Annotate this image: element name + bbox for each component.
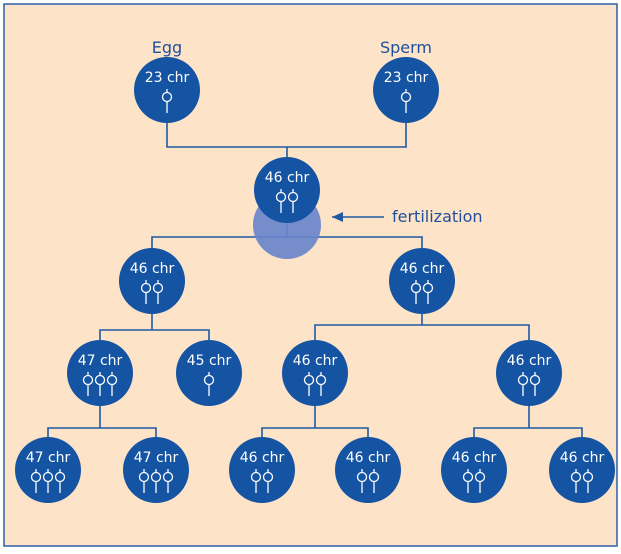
chromosome-icon xyxy=(54,469,66,493)
cell-gen4-b: 47 chr xyxy=(123,437,189,503)
chromosome-count-label: 47 chr xyxy=(78,353,123,369)
chromosome-count-label: 46 chr xyxy=(130,261,175,277)
chromosome-icon xyxy=(287,189,299,213)
chromosome-count-label: 46 chr xyxy=(265,170,310,186)
cell-body xyxy=(389,248,455,314)
chromosome-count-label: 47 chr xyxy=(26,450,71,466)
chromosome-icon xyxy=(315,372,327,396)
cell-sperm: 23 chr xyxy=(373,57,439,123)
chromosome-count-label: 47 chr xyxy=(134,450,179,466)
chromosome-icon xyxy=(162,469,174,493)
cell-gen4-f: 46 chr xyxy=(549,437,615,503)
chromosome-icon xyxy=(474,469,486,493)
chromosome-count-label: 46 chr xyxy=(400,261,445,277)
chromosome-icon xyxy=(161,89,173,113)
cell-body xyxy=(335,437,401,503)
chromosome-icon xyxy=(400,89,412,113)
chromosome-count-label: 46 chr xyxy=(240,450,285,466)
cell-body xyxy=(229,437,295,503)
cell-gen2-left: 46 chr xyxy=(119,248,185,314)
chromosome-icon xyxy=(152,280,164,304)
chromosome-icon xyxy=(42,469,54,493)
chromosome-icon xyxy=(582,469,594,493)
chromosome-icon xyxy=(250,469,262,493)
chromosome-icon xyxy=(106,372,118,396)
cell-egg: 23 chr xyxy=(134,57,200,123)
cell-gen3-a: 47 chr xyxy=(67,340,133,406)
chromosome-count-label: 23 chr xyxy=(145,70,190,86)
fertilization-arrow xyxy=(332,212,384,222)
chromosome-count-label: 46 chr xyxy=(293,353,338,369)
chromosome-icon xyxy=(303,372,315,396)
connector-gen3-d xyxy=(473,405,583,438)
cell-gen4-d: 46 chr xyxy=(335,437,401,503)
sperm-label: Sperm xyxy=(380,38,432,57)
chromosome-count-label: 45 chr xyxy=(187,353,232,369)
chromosome-count-label: 23 chr xyxy=(384,70,429,86)
chromosome-icon xyxy=(462,469,474,493)
cell-body xyxy=(496,340,562,406)
background-panel xyxy=(3,3,618,547)
cell-gen4-c: 46 chr xyxy=(229,437,295,503)
cell-gen4-a: 47 chr xyxy=(15,437,81,503)
chromosome-icon xyxy=(368,469,380,493)
chromosome-icon xyxy=(30,469,42,493)
chromosome-icon xyxy=(517,372,529,396)
chromosome-icon xyxy=(570,469,582,493)
chromosome-count-label: 46 chr xyxy=(452,450,497,466)
cell-gen3-c: 46 chr xyxy=(282,340,348,406)
cell-gen3-d: 46 chr xyxy=(496,340,562,406)
connector-gen3-c xyxy=(261,405,369,438)
chromosome-icon xyxy=(150,469,162,493)
chromosome-icon xyxy=(275,189,287,213)
connector-gen3-a xyxy=(47,405,157,438)
chromosome-icon xyxy=(138,469,150,493)
cells-layer: 23 chr 23 chr 46 chr 46 chr 46 chr 47 chr 45 c… xyxy=(15,57,615,503)
connector-gen2-left xyxy=(99,313,210,340)
chromosome-count-label: 46 chr xyxy=(560,450,605,466)
cell-body xyxy=(254,157,320,223)
cell-body xyxy=(282,340,348,406)
chromosome-icon xyxy=(203,372,215,396)
fertilization-label: fertilization xyxy=(392,207,483,226)
chromosome-count-label: 46 chr xyxy=(346,450,391,466)
chromosome-icon xyxy=(422,280,434,304)
cell-gen2-right: 46 chr xyxy=(389,248,455,314)
chromosome-count-label: 46 chr xyxy=(507,353,552,369)
chromosome-icon xyxy=(356,469,368,493)
chromosome-icon xyxy=(140,280,152,304)
chromosome-icon xyxy=(410,280,422,304)
cell-gen4-e: 46 chr xyxy=(441,437,507,503)
cell-body xyxy=(119,248,185,314)
cell-body xyxy=(441,437,507,503)
cell-body xyxy=(549,437,615,503)
cell-zygote: 46 chr xyxy=(254,157,320,223)
chromosome-icon xyxy=(529,372,541,396)
chromosome-icon xyxy=(82,372,94,396)
chromosome-icon xyxy=(262,469,274,493)
egg-label: Egg xyxy=(152,38,182,57)
chromosome-icon xyxy=(94,372,106,396)
cell-gen3-b: 45 chr xyxy=(176,340,242,406)
connector-gen2-right xyxy=(314,313,530,340)
